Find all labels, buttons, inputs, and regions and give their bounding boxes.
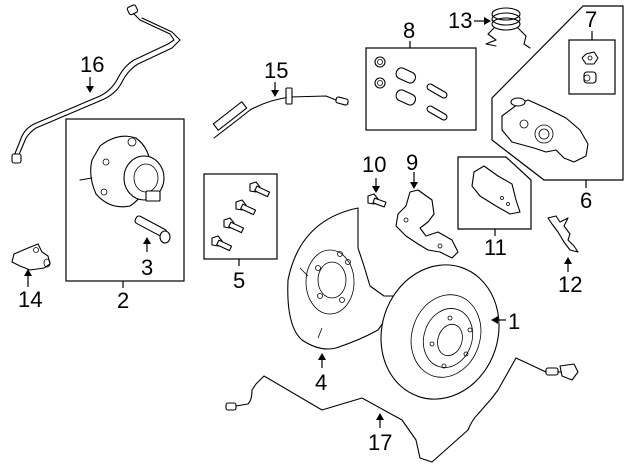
callout-6-label: 6 [580,188,592,213]
part-11-brake-pads[interactable] [457,156,532,230]
callout-8-label: 8 [403,18,415,43]
callout-5-label: 5 [233,268,245,293]
callout-9-label: 9 [406,150,418,175]
callout-8: 8 [403,18,415,48]
callout-2: 2 [117,281,129,313]
part-14-abs-sensor[interactable] [11,243,51,271]
part-12-pad-clip[interactable] [547,215,579,253]
callout-2-label: 2 [117,288,129,313]
callout-5: 5 [233,259,245,293]
part-16-brake-line[interactable] [11,4,181,164]
callout-11: 11 [484,229,507,260]
callout-17-label: 17 [368,430,392,455]
part-7-bleeder-kit[interactable] [568,39,616,95]
callout-13: 13 [448,8,491,33]
callout-17: 17 [368,413,392,455]
part-10-bracket-bolt[interactable] [367,193,387,208]
callout-1: 1 [491,309,520,334]
callout-3-label: 3 [141,255,153,280]
callout-4: 4 [315,353,327,395]
callout-15-label: 15 [264,58,288,83]
callout-16: 16 [80,52,104,93]
part-15-brake-hose[interactable] [212,87,349,139]
part-6-caliper-assembly[interactable] [491,5,624,181]
part-17-abs-sensor-wire[interactable] [225,357,579,463]
part-8-hardware-kit[interactable] [365,47,477,131]
part-5-bolt-kit[interactable] [203,173,278,260]
callout-7-label: 7 [585,7,597,32]
callout-6: 6 [580,180,592,213]
part-1-brake-rotor[interactable] [364,249,516,414]
callout-12-label: 12 [558,272,582,297]
callout-10-label: 10 [362,152,386,177]
callout-1-label: 1 [508,309,520,334]
callout-9: 9 [406,150,418,189]
part-9-caliper-bracket[interactable] [395,189,459,259]
callout-11-label: 11 [484,235,507,260]
part-3-wheel-stud[interactable] [134,215,171,244]
part-2-hub-bearing-assembly[interactable] [65,118,185,282]
callout-14: 14 [18,269,42,312]
callout-12: 12 [558,257,582,297]
callout-14-label: 14 [18,287,42,312]
callout-3: 3 [141,237,153,280]
callout-4-label: 4 [315,370,327,395]
callout-7: 7 [585,7,597,40]
callout-10: 10 [362,152,386,193]
callout-16-label: 16 [80,52,104,77]
callout-15: 15 [264,58,288,97]
callout-13-label: 13 [448,8,472,33]
part-13-return-spring[interactable] [485,7,531,49]
part-4-splash-shield[interactable] [287,207,395,350]
